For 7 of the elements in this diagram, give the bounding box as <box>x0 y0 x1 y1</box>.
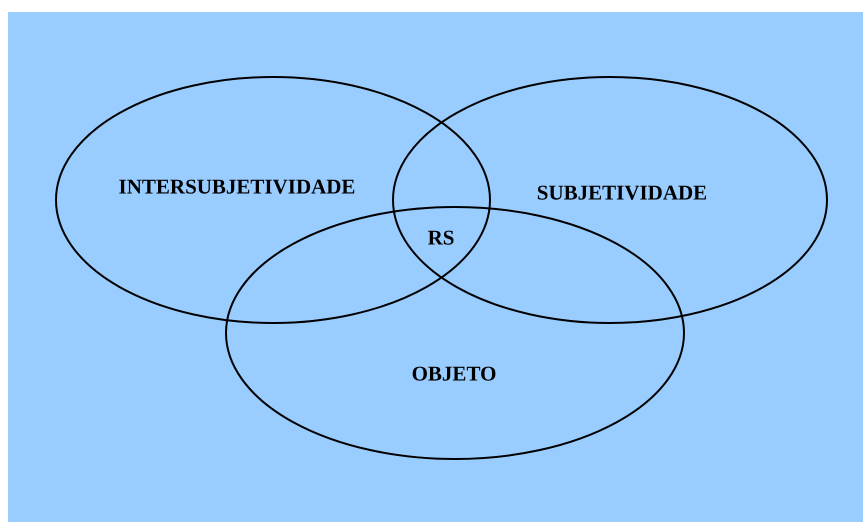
venn-ellipse <box>392 76 828 324</box>
set-label: SUBJETIVIDADE <box>536 180 708 206</box>
set-label: OBJETO <box>412 362 496 386</box>
venn-ellipse <box>55 76 491 324</box>
intersection-label: RS <box>428 226 454 250</box>
set-label: INTERSUBJETIVIDADE <box>118 174 356 200</box>
venn-ellipse <box>225 206 685 460</box>
